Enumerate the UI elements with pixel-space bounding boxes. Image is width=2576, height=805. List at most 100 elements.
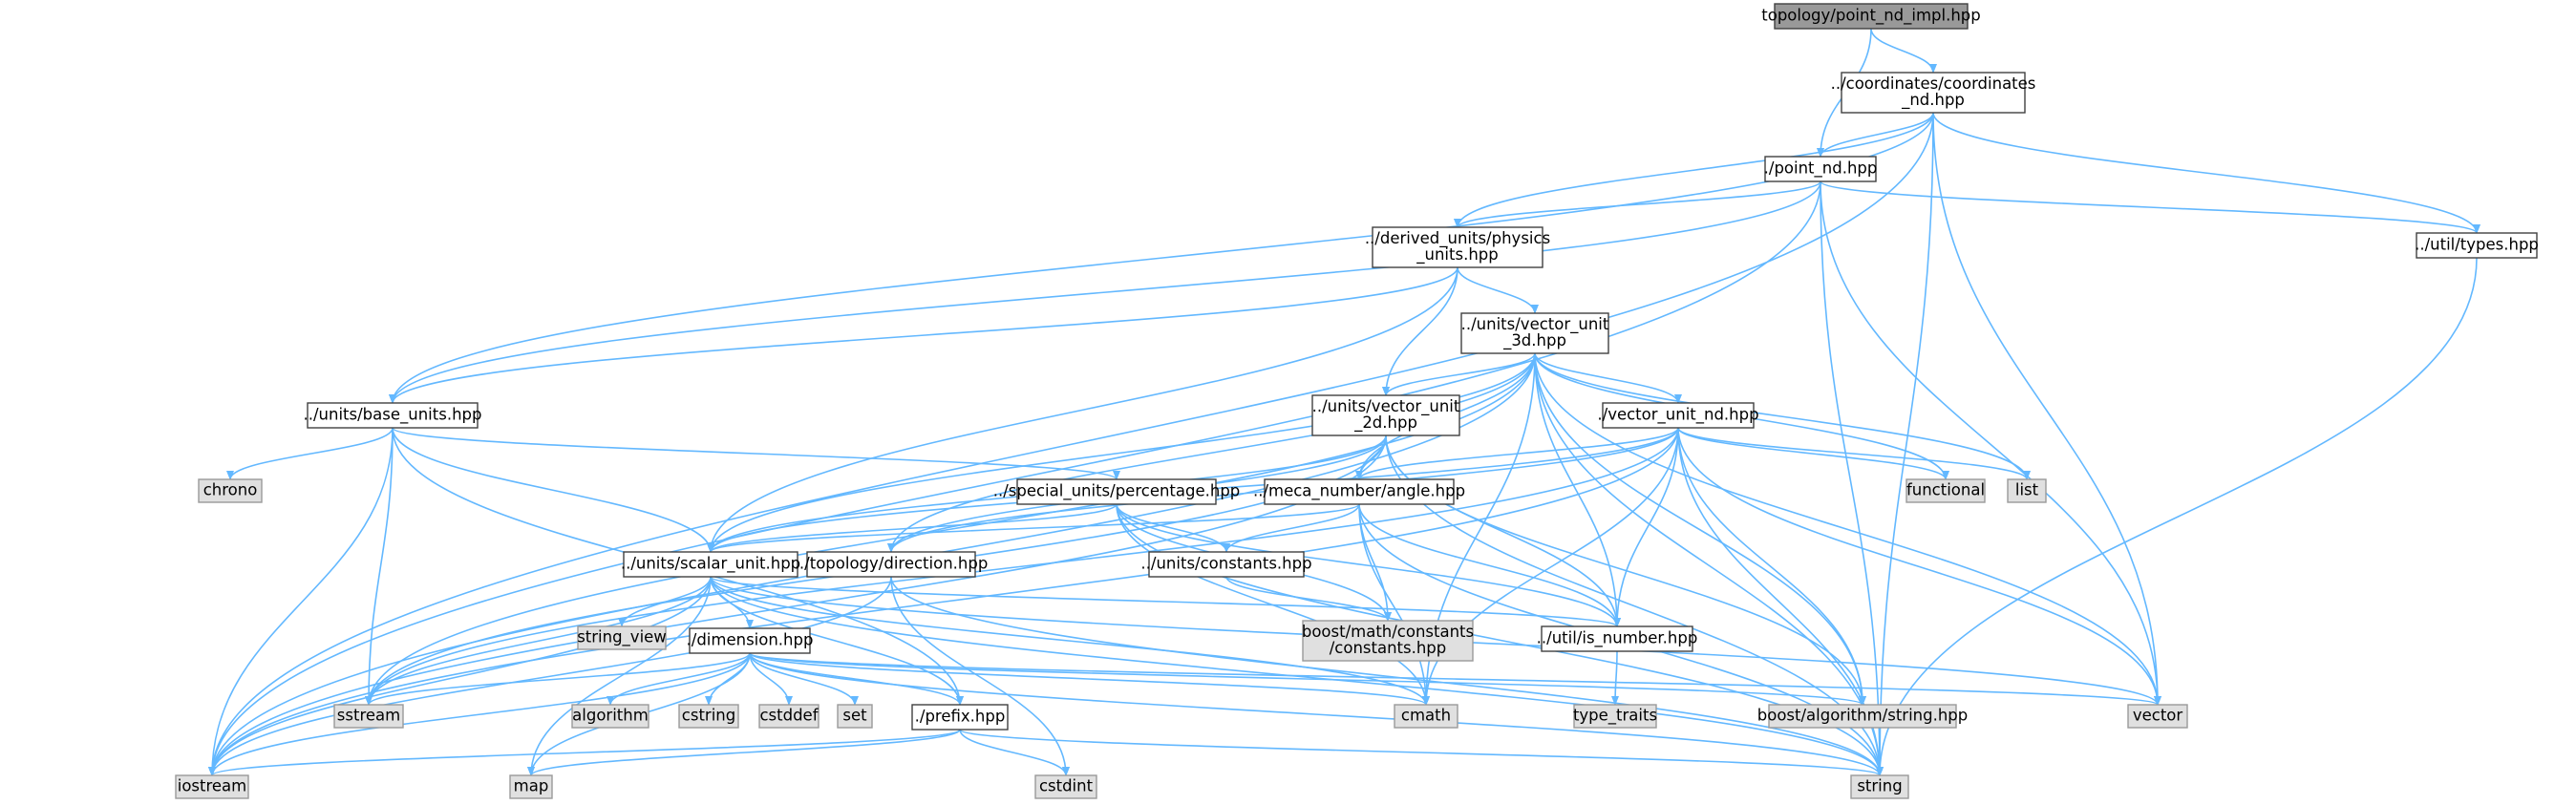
edge-constants-to-boostconst [1225, 576, 1392, 622]
node-label-v2d: ../units/vector_unit [1312, 397, 1460, 416]
node-cstring: cstring [678, 704, 739, 729]
edge-point-to-types [1820, 180, 2480, 234]
node-constants[interactable]: ../units/constants.hpp [1140, 551, 1312, 578]
node-percentage[interactable]: ../special_units/percentage.hpp [993, 478, 1241, 505]
node-label-string: string [1857, 777, 1902, 795]
edge-v3d-to-vector [1534, 352, 2161, 706]
node-box-coord [1841, 72, 2026, 114]
node-types[interactable]: ../util/types.hpp [2415, 232, 2539, 259]
edge-scalar-to-prefix [710, 576, 964, 706]
edge-coord-to-vector [1932, 112, 2161, 706]
node-label-point: ./point_nd.hpp [1764, 159, 1878, 179]
edge-percentage-to-isnum [1116, 503, 1621, 627]
edge-dimension-to-boostalgo [749, 652, 1866, 706]
node-label-iostream: iostream [178, 777, 247, 795]
edge-base-to-scalar [392, 427, 714, 553]
edge-vnd-to-functional [1677, 427, 1949, 480]
edge-vnd-to-isnum [1613, 427, 1679, 627]
node-point[interactable]: ./point_nd.hpp [1764, 156, 1878, 182]
node-box-string_view [577, 625, 667, 650]
edge-dimension-to-set [749, 652, 859, 706]
node-box-functional [1905, 478, 1986, 503]
node-box-v2d [1311, 394, 1460, 436]
edge-point-to-vector [1820, 180, 2161, 706]
node-label-functional: functional [1906, 481, 1985, 499]
node-label-isnum: ../util/is_number.hpp [1537, 629, 1698, 648]
node-label-vector: vector [2133, 707, 2183, 725]
node-label-type_traits: type_traits [1573, 707, 1657, 726]
node-label-types: ../util/types.hpp [2415, 236, 2539, 254]
edge-scalar-to-sstream [365, 576, 712, 706]
node-box-list [2007, 478, 2047, 503]
node-isnum[interactable]: ../util/is_number.hpp [1537, 625, 1698, 652]
node-label-list: list [2015, 481, 2039, 499]
node-label-base: ../units/base_units.hpp [304, 406, 482, 425]
node-cstddef: cstddef [758, 704, 820, 729]
node-label-chrono: chrono [203, 481, 258, 499]
node-cstdint: cstdint [1034, 774, 1097, 799]
node-box-prefix [911, 704, 1009, 731]
node-label-scalar: ../units/scalar_unit.hpp [621, 555, 800, 574]
edge-v2d-to-boostalgo [1385, 434, 1866, 706]
node-base[interactable]: ../units/base_units.hpp [304, 402, 482, 429]
node-box-string [1850, 774, 1909, 799]
edge-angle-to-scalar [707, 503, 1360, 553]
node-label-coord: _nd.hpp [1901, 91, 1965, 110]
node-root: topology/point_nd_impl.hpp [1761, 3, 1981, 30]
node-physics[interactable]: ../derived_units/physics_units.hpp [1365, 226, 1550, 268]
node-box-sstream [333, 704, 404, 729]
node-dimension[interactable]: ./dimension.hpp [687, 627, 814, 654]
node-box-physics [1372, 226, 1543, 268]
node-scalar[interactable]: ../units/scalar_unit.hpp [621, 551, 800, 578]
node-v3d[interactable]: ../units/vector_unit_3d.hpp [1460, 312, 1609, 354]
edge-physics-to-v3d [1457, 266, 1539, 314]
node-label-boostconst: /constants.hpp [1330, 639, 1447, 657]
edge-direction-to-iostream [208, 576, 892, 776]
edge-v3d-to-list [1534, 352, 2031, 480]
node-list: list [2007, 478, 2047, 503]
node-algorithm: algorithm [571, 704, 649, 729]
node-label-vnd: ./vector_unit_nd.hpp [1597, 406, 1758, 425]
edge-dimension-to-vector [749, 652, 2161, 706]
node-functional: functional [1905, 478, 1986, 503]
node-label-physics: ../derived_units/physics [1365, 229, 1550, 248]
edge-dimension-to-algorithm [607, 652, 751, 706]
node-box-set [837, 704, 873, 729]
edge-v3d-to-scalar [707, 352, 1536, 553]
node-direction[interactable]: ../topology/direction.hpp [795, 551, 989, 578]
node-label-map: map [514, 777, 549, 795]
edge-v3d-to-v2d [1382, 352, 1536, 396]
edge-v3d-to-direction [887, 352, 1536, 553]
edge-scalar-to-map [527, 576, 712, 776]
node-vnd[interactable]: ./vector_unit_nd.hpp [1597, 402, 1759, 429]
node-label-v3d: _3d.hpp [1502, 331, 1566, 350]
edge-dimension-to-string [749, 652, 1884, 776]
node-box-cmath [1394, 704, 1458, 729]
node-coord[interactable]: ../coordinates/coordinates_nd.hpp [1831, 72, 2036, 114]
edge-angle-to-constants [1223, 503, 1360, 553]
edge-base-to-sstream [365, 427, 394, 706]
node-label-cstddef: cstddef [759, 707, 819, 725]
edge-vnd-to-list [1677, 427, 2031, 480]
node-box-root [1774, 3, 1969, 30]
edge-point-to-base [389, 180, 1821, 404]
edge-base-to-percentage [392, 427, 1120, 480]
edge-physics-to-v2d [1382, 266, 1458, 396]
node-v2d[interactable]: ../units/vector_unit_2d.hpp [1311, 394, 1460, 436]
edge-coord-to-base [389, 112, 1934, 404]
edge-coord-to-physics [1454, 112, 1934, 228]
node-prefix[interactable]: ./prefix.hpp [911, 704, 1009, 731]
node-label-string_view: string_view [577, 628, 667, 647]
edge-v3d-to-sstream [365, 352, 1536, 706]
edge-v3d-to-isnum [1534, 352, 1621, 627]
node-box-cstring [678, 704, 739, 729]
edge-isnum-to-type_traits [1611, 650, 1620, 706]
node-angle[interactable]: ../meca_number/angle.hpp [1253, 478, 1465, 505]
edge-vnd-to-boostalgo [1677, 427, 1866, 706]
edge-direction-to-cstdint [890, 576, 1070, 776]
edge-base-to-iostream [208, 427, 394, 776]
node-cmath: cmath [1394, 704, 1458, 729]
node-map: map [509, 774, 553, 799]
edge-point-to-physics [1454, 180, 1821, 228]
edge-types-to-string [1876, 257, 2478, 776]
